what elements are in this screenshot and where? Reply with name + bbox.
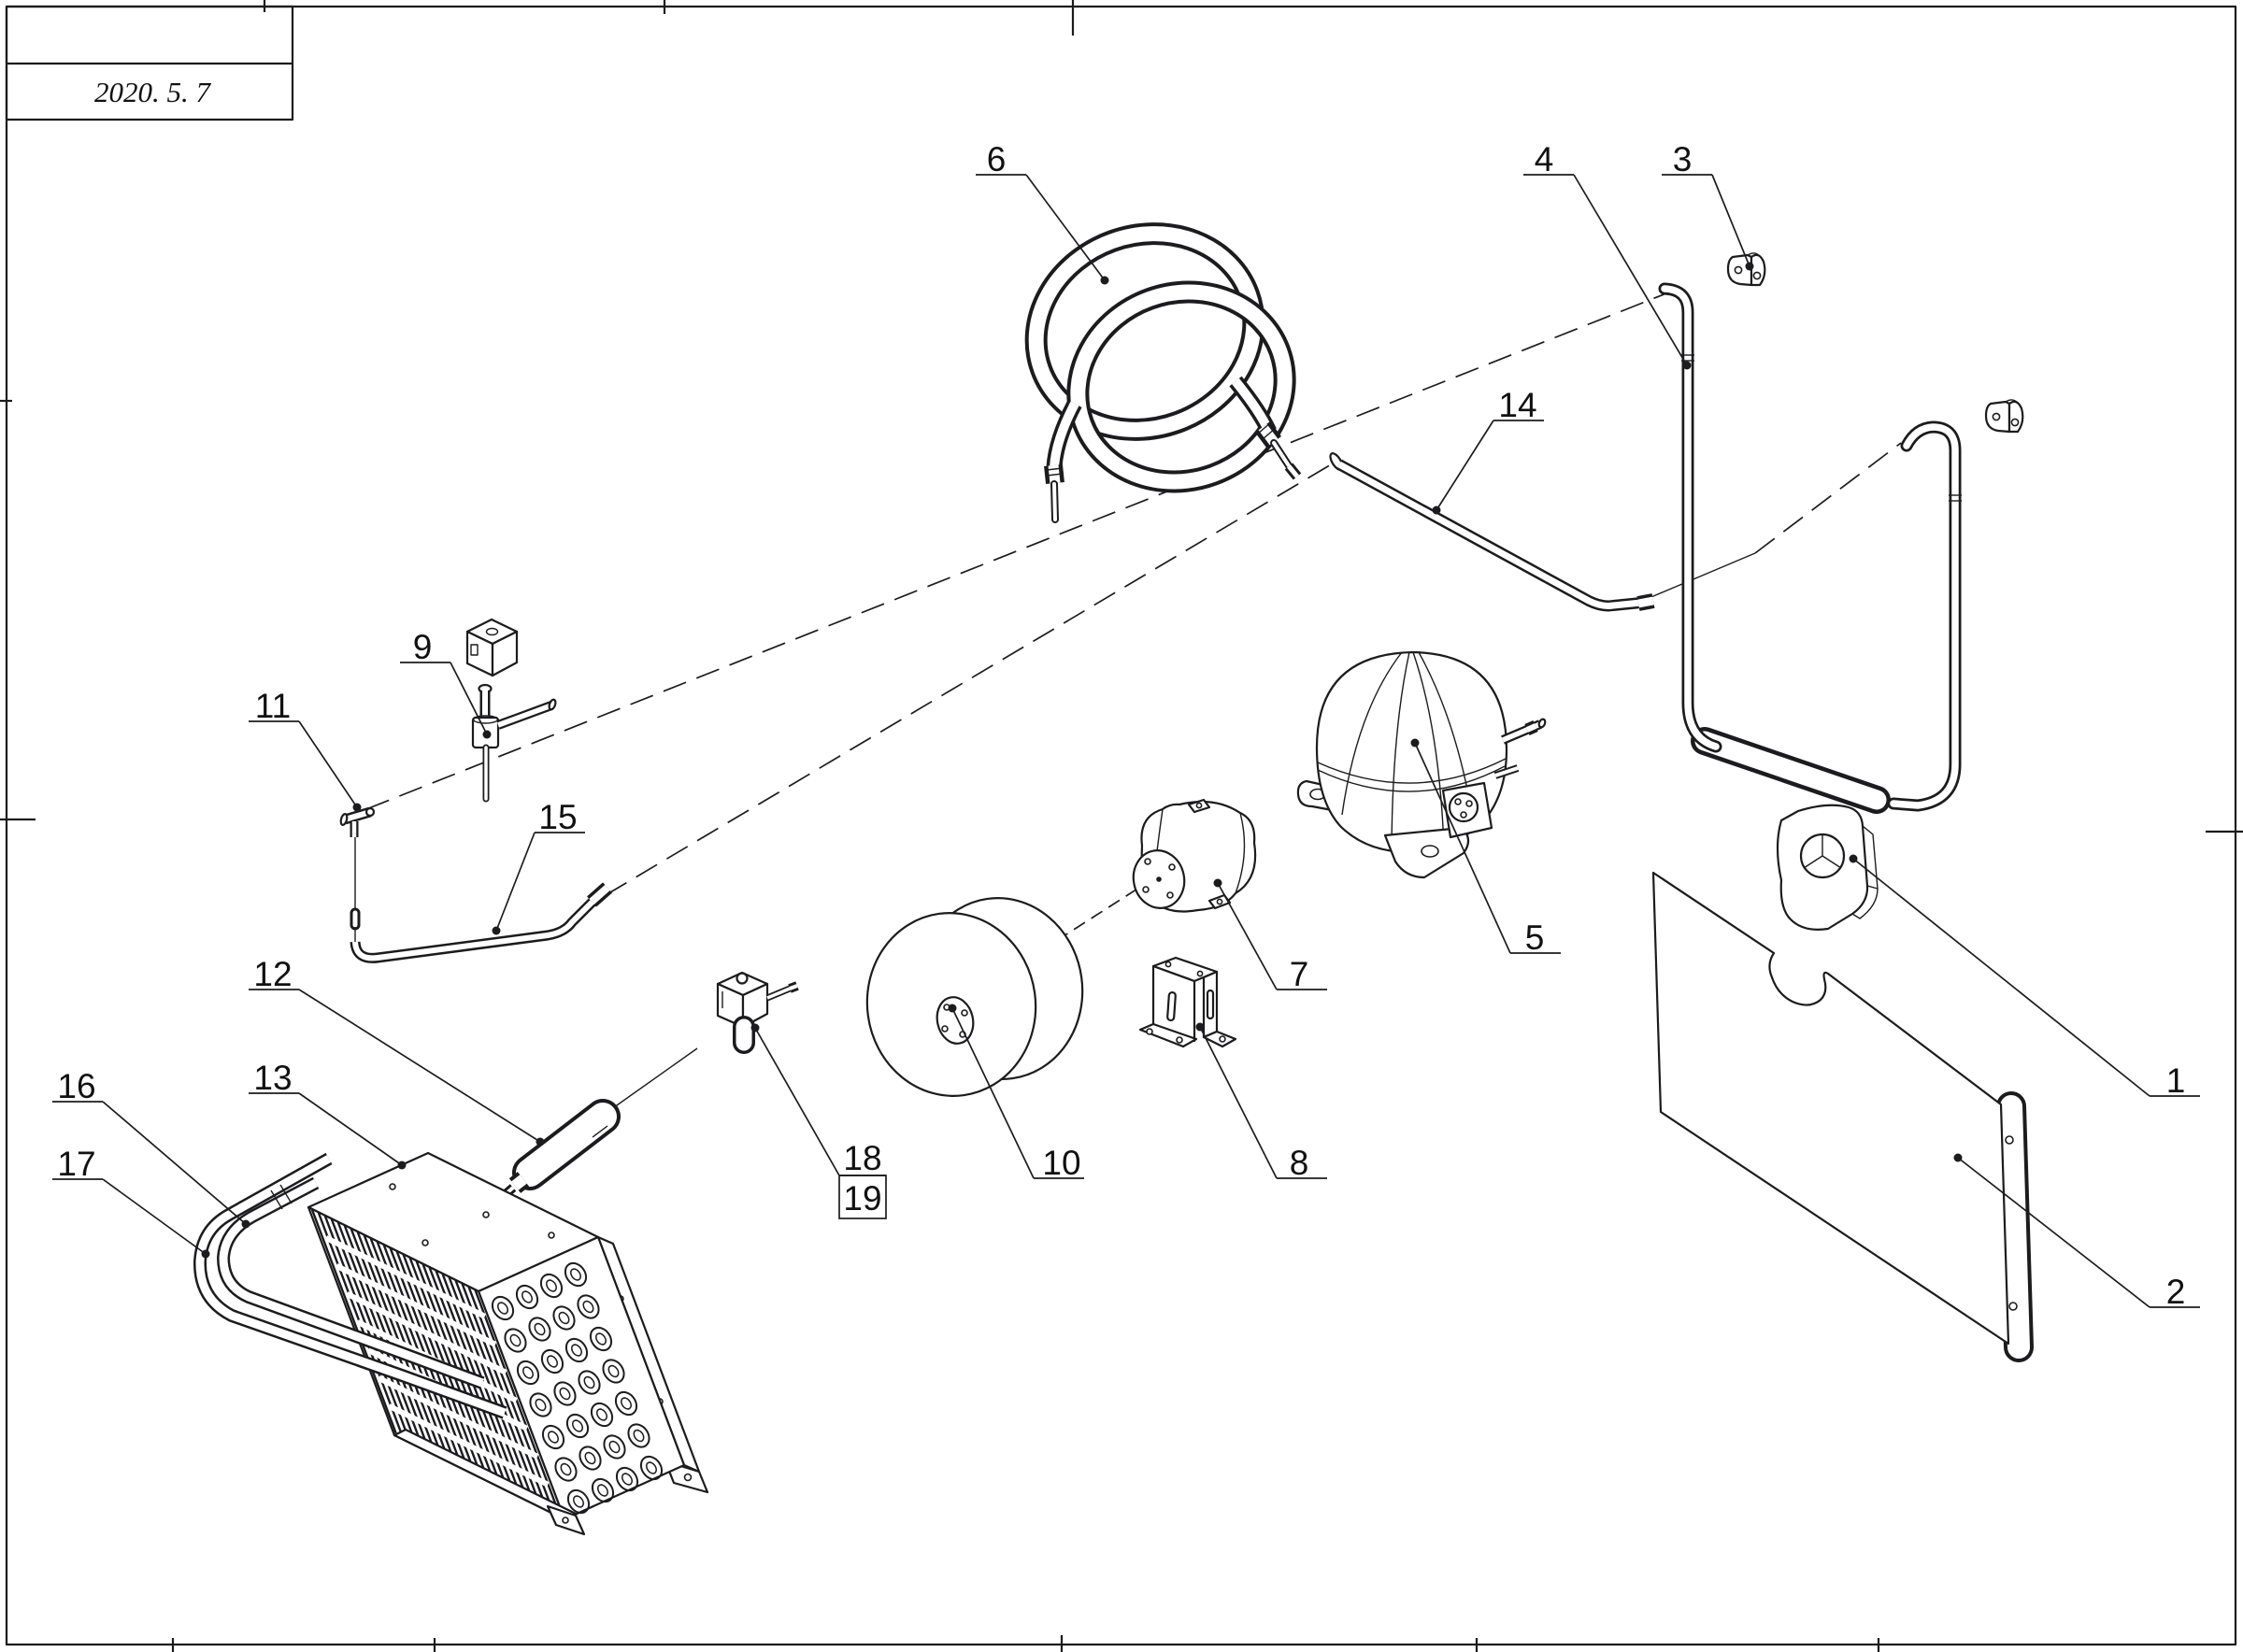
part-number-label: 7 [1290, 955, 1309, 993]
part-callout-17: 17 [52, 1145, 210, 1259]
revision-date: 2020. 5. 7 [94, 76, 212, 108]
part-number-label: 12 [253, 955, 292, 993]
part-2-cover-panel [1651, 871, 2034, 1362]
part-7-fan-motor [1132, 798, 1257, 913]
part-number-label: 8 [1290, 1144, 1309, 1182]
part-number-label: 6 [987, 140, 1007, 178]
part-callout-6: 6 [976, 140, 1109, 285]
part-callout-9: 9 [400, 628, 492, 739]
part-callout-11: 11 [249, 687, 362, 812]
title-block: 2020. 5. 7 [5, 5, 294, 121]
part-4-evaporator-tube [1658, 282, 1962, 814]
part-6-coil-tube [1024, 222, 1302, 523]
part-callout-14: 14 [1432, 386, 1544, 515]
part-11-tee-fitting [339, 806, 376, 942]
part-number-label: 13 [253, 1059, 292, 1097]
part-callout-5: 5 [1410, 738, 1561, 957]
part-16-17-loop-tubes [193, 1152, 507, 1419]
part-number-label: 15 [538, 798, 577, 836]
part-1-bracket [1776, 804, 1879, 931]
part-number-label: 16 [57, 1067, 95, 1105]
part-number-label: 14 [1498, 386, 1536, 424]
part-14-connecting-tube [1329, 452, 1655, 612]
part-number-label: 18 [843, 1139, 881, 1177]
part-9-valve-assembly [465, 618, 557, 803]
part-number-label: 19 [843, 1179, 881, 1218]
part-8-motor-bracket [1138, 956, 1237, 1048]
assembly-centerlines [365, 291, 1902, 997]
part-number-label: 11 [255, 687, 291, 725]
part-12-filter-drier [503, 1047, 698, 1197]
part-callout-10: 10 [948, 1004, 1084, 1182]
part-callout-7: 7 [1213, 878, 1327, 993]
part-callout-1: 1 [1849, 854, 2200, 1100]
part-number-label: 3 [1673, 140, 1693, 178]
part-number-label: 2 [2166, 1273, 2186, 1311]
part-number-label: 17 [57, 1145, 95, 1183]
part-18-19-solenoid-valve [716, 971, 799, 1054]
part-callout-4: 4 [1523, 140, 1692, 370]
part-10-fan-wheel [865, 897, 1084, 1097]
part-number-label: 1 [2166, 1061, 2186, 1100]
part-5-compressor [1296, 650, 1547, 879]
part-callout-2: 2 [1953, 1153, 2200, 1311]
part-callout-8: 8 [1195, 1022, 1327, 1182]
part-callout-16: 16 [52, 1067, 250, 1229]
part-13-condenser [307, 1151, 709, 1536]
part-number-label: 9 [413, 628, 433, 666]
part-15-bent-tube [350, 882, 612, 963]
part-callout-15: 15 [492, 798, 585, 935]
part-callout-13: 13 [249, 1059, 407, 1170]
part-number-label: 10 [1042, 1144, 1080, 1182]
part-number-label: 4 [1535, 140, 1554, 178]
part-callout-12: 12 [249, 955, 545, 1146]
clip-duplicate [1984, 398, 2024, 434]
part-number-label: 5 [1525, 919, 1545, 957]
part-callout-3: 3 [1662, 140, 1754, 271]
